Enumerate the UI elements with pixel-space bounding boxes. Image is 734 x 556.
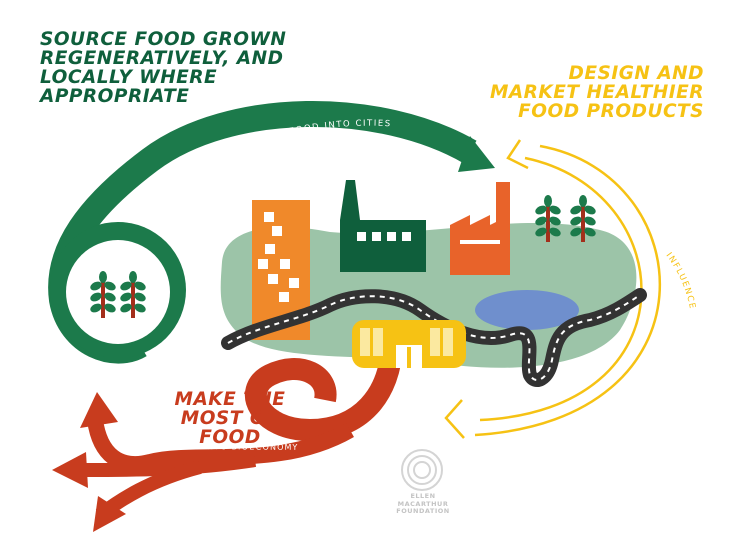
city-tree-icon <box>533 195 563 242</box>
brand-line: FOUNDATION <box>396 507 450 515</box>
foundation-logo-icon <box>401 449 443 491</box>
brand-line: MACARTHUR <box>397 499 449 508</box>
make-most-heading: MAKE THE MOST OF FOOD <box>174 389 286 448</box>
lake <box>475 290 579 330</box>
city-tree-icon <box>568 195 598 242</box>
factory <box>340 180 426 272</box>
design-market-heading: DESIGN AND MARKET HEALTHIER FOOD PRODUCT… <box>489 63 704 122</box>
by-products-label: BY-PRODUCTS INTO BIOECONOMY <box>130 441 298 452</box>
source-food-heading: SOURCE FOOD GROWN REGENERATIVELY, AND LO… <box>40 29 287 107</box>
brand-line: ELLEN <box>410 492 436 500</box>
influence-label: INFLUENCE <box>664 251 698 311</box>
foundation-wordmark: ELLEN MACARTHUR FOUNDATION <box>383 492 463 516</box>
city-land <box>220 222 637 368</box>
market-hall <box>352 320 466 368</box>
by-products-arrow <box>52 344 403 532</box>
processing-plant <box>450 182 510 275</box>
road <box>221 288 647 387</box>
green-arrow <box>48 100 495 364</box>
